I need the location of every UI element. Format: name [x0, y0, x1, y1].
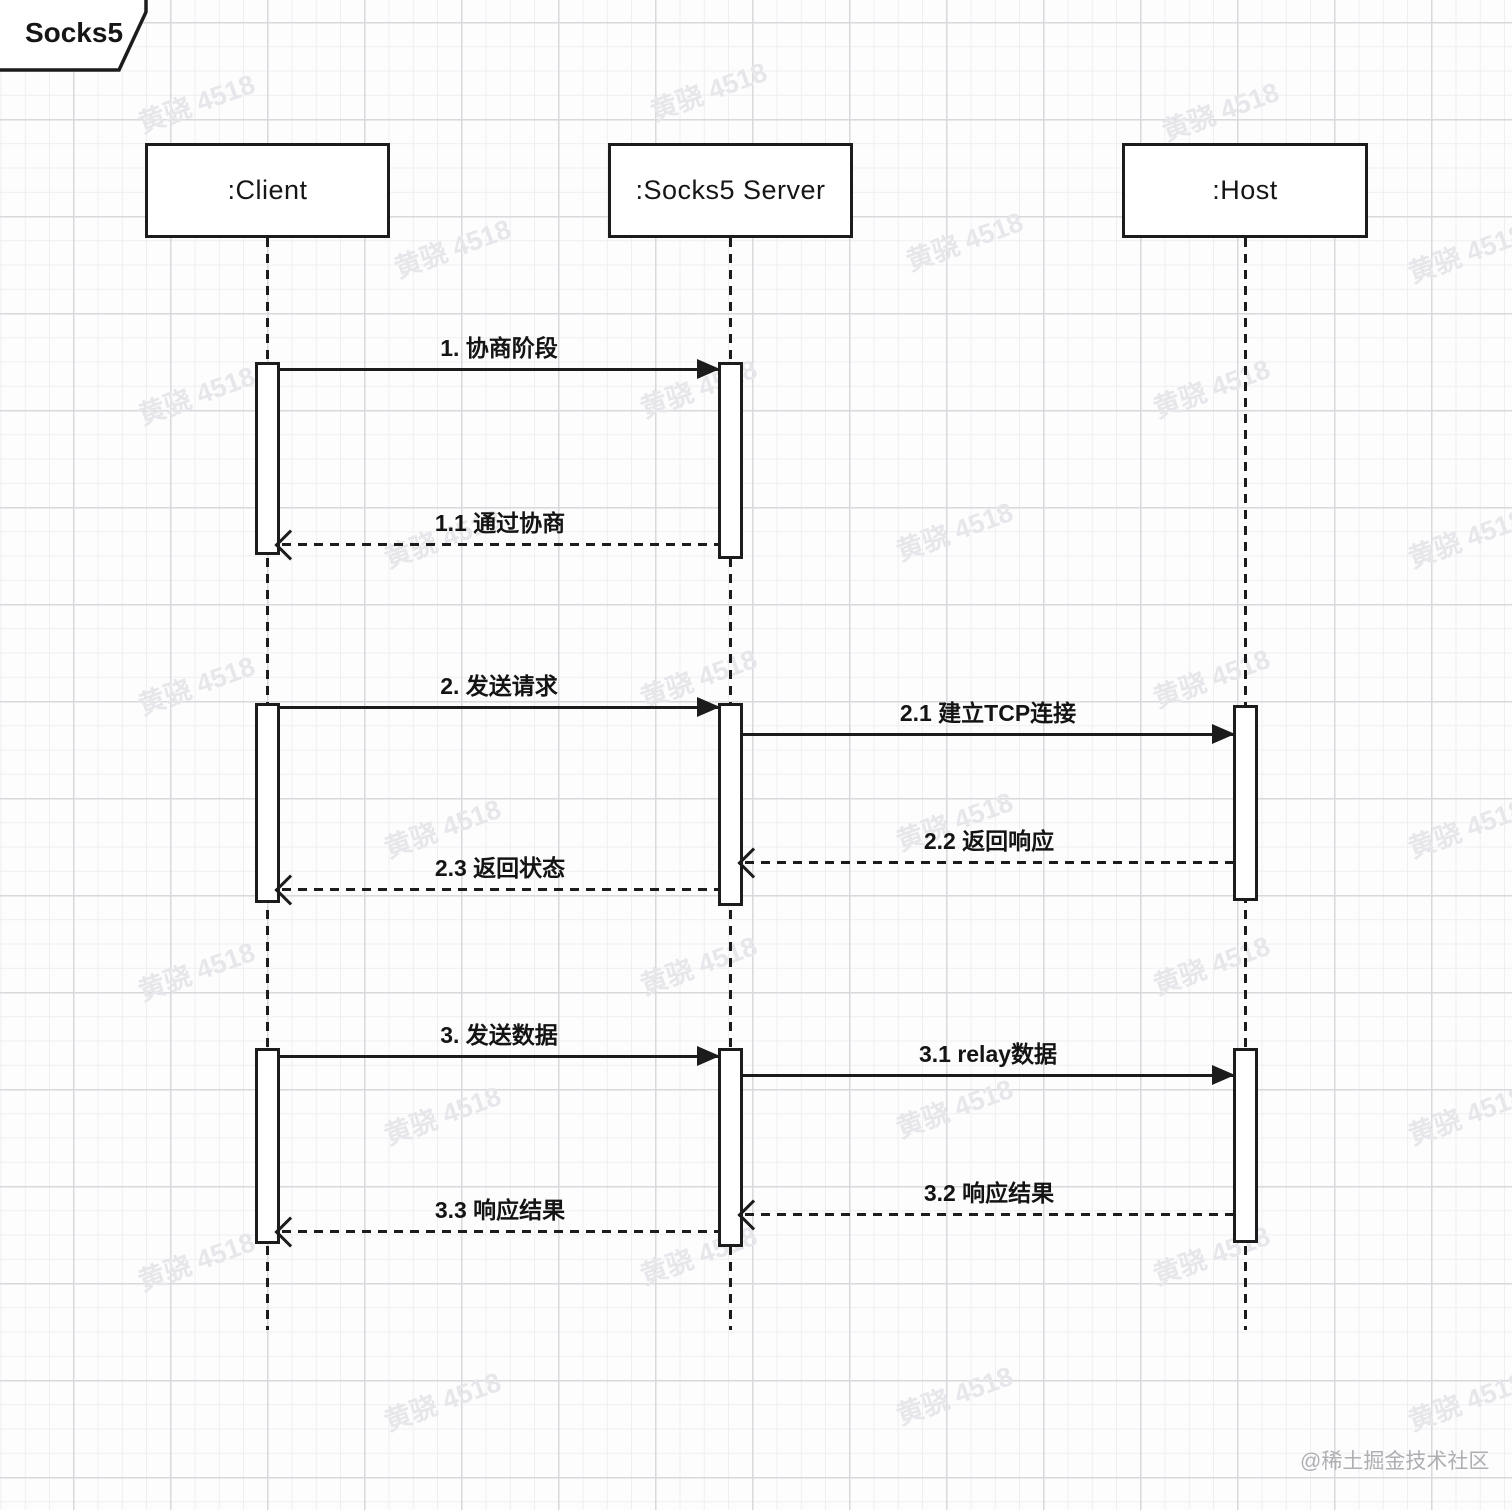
- message-line: [280, 368, 718, 371]
- lifeline-label-host: :Host: [1212, 175, 1278, 205]
- message-2-send-request: 2. 发送请求: [280, 672, 720, 720]
- message-line: [282, 888, 718, 891]
- watermark: 黄骁 4518: [1404, 793, 1512, 864]
- message-label: 3.1 relay数据: [918, 1041, 1058, 1067]
- watermark: 黄骁 4518: [646, 56, 771, 127]
- watermark: 黄骁 4518: [1149, 930, 1274, 1001]
- message-label: 3. 发送数据: [440, 1022, 558, 1048]
- filled-arrowhead-icon: [697, 359, 720, 379]
- lifeline-label-client: :Client: [227, 175, 308, 205]
- message-2-1-establish-tcp: 2.1 建立TCP连接: [743, 699, 1235, 747]
- message-1-1-pass-negotiation: 1.1 通过协商: [274, 509, 718, 561]
- credit-watermark: @稀土掘金技术社区: [1300, 1450, 1490, 1473]
- watermark: 黄骁 4518: [134, 360, 259, 431]
- filled-arrowhead-icon: [1212, 724, 1235, 744]
- message-label: 3.3 响应结果: [434, 1197, 566, 1223]
- message-line: [280, 706, 718, 709]
- message-label: 1.1 通过协商: [434, 510, 566, 536]
- watermark: 黄骁 4518: [1404, 1366, 1512, 1437]
- message-1-negotiation: 1. 协商阶段: [280, 334, 720, 382]
- message-line: [282, 1230, 718, 1233]
- activation-bar-server-2: [718, 703, 743, 906]
- filled-arrowhead-icon: [1212, 1065, 1235, 1085]
- watermark: 黄骁 4518: [1404, 1080, 1512, 1151]
- watermark: 黄骁 4518: [636, 930, 761, 1001]
- message-label: 1. 协商阶段: [440, 335, 558, 361]
- activation-bar-server-3: [718, 1048, 743, 1247]
- message-line: [745, 1213, 1233, 1216]
- activation-bar-server-1: [718, 362, 743, 559]
- watermark: 黄骁 4518: [380, 1080, 505, 1151]
- message-line: [282, 543, 718, 546]
- message-label: 2. 发送请求: [440, 673, 558, 699]
- lifeline-box-client: :Client: [145, 143, 390, 238]
- message-3-3-response-result: 3.3 响应结果: [274, 1196, 718, 1248]
- message-label: 3.2 响应结果: [923, 1180, 1055, 1206]
- activation-bar-client-1: [255, 362, 280, 555]
- message-line: [743, 1074, 1233, 1077]
- watermark: 黄骁 4518: [902, 206, 1027, 277]
- lifeline-label-socks5-server: :Socks5 Server: [635, 175, 826, 205]
- message-label: 2.3 返回状态: [434, 855, 566, 881]
- message-2-2-return-response: 2.2 返回响应: [737, 827, 1233, 879]
- watermark: 黄骁 4518: [1149, 353, 1274, 424]
- lifeline-box-host: :Host: [1122, 143, 1368, 238]
- message-3-2-response-result: 3.2 响应结果: [737, 1179, 1233, 1231]
- activation-bar-host-1: [1233, 705, 1258, 901]
- watermark: 黄骁 4518: [134, 936, 259, 1007]
- watermark: 黄骁 4518: [134, 1226, 259, 1297]
- watermark: 黄骁 4518: [892, 1360, 1017, 1431]
- watermark: 黄骁 4518: [1404, 218, 1512, 289]
- message-line: [745, 861, 1233, 864]
- lifeline-box-socks5-server: :Socks5 Server: [608, 143, 853, 238]
- message-line: [280, 1055, 718, 1058]
- activation-bar-client-2: [255, 703, 280, 903]
- watermark: 黄骁 4518: [134, 68, 259, 139]
- message-label: 2.2 返回响应: [923, 828, 1055, 854]
- watermark: 黄骁 4518: [390, 213, 515, 284]
- frame-title-tab: [0, 0, 148, 72]
- watermark: 黄骁 4518: [1158, 76, 1283, 147]
- activation-bar-host-2: [1233, 1048, 1258, 1243]
- watermark: 黄骁 4518: [380, 1366, 505, 1437]
- watermark: 黄骁 4518: [892, 496, 1017, 567]
- message-3-1-relay-data: 3.1 relay数据: [743, 1040, 1235, 1088]
- watermark: 黄骁 4518: [134, 650, 259, 721]
- message-line: [743, 733, 1233, 736]
- watermark: 黄骁 4518: [1404, 503, 1512, 574]
- message-3-send-data: 3. 发送数据: [280, 1021, 720, 1069]
- filled-arrowhead-icon: [697, 1046, 720, 1066]
- activation-bar-client-3: [255, 1048, 280, 1244]
- message-label: 2.1 建立TCP连接: [899, 700, 1077, 726]
- filled-arrowhead-icon: [697, 697, 720, 717]
- message-2-3-return-status: 2.3 返回状态: [274, 854, 718, 906]
- frame-title: Socks5: [24, 17, 124, 48]
